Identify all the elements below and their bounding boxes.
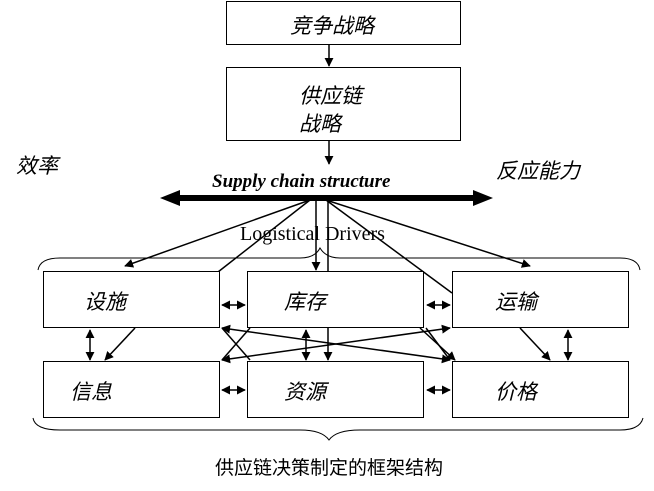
axis-right-head <box>473 190 493 206</box>
driver-information: 信息 <box>43 361 220 418</box>
competitive-strategy-label: 竞争战略 <box>290 14 374 38</box>
axis-left-head <box>160 190 180 206</box>
driver-inventory: 库存 <box>247 271 424 328</box>
upper-brace <box>37 246 641 271</box>
competitive-strategy-box: 竞争战略 <box>226 1 461 45</box>
supply-chain-strategy-box: 供应链 战略 <box>226 67 461 141</box>
strategy-line2: 战略 <box>299 112 341 136</box>
driver-sourcing: 资源 <box>247 361 424 418</box>
drivers-label: Logistical Drivers <box>240 223 385 245</box>
driver-facilities: 设施 <box>43 271 220 328</box>
strategy-line1: 供应链 <box>299 84 362 108</box>
driver-pricing: 价格 <box>452 361 629 418</box>
driver-transportation: 运输 <box>452 271 629 328</box>
structure-label: Supply chain structure <box>212 171 391 192</box>
caption: 供应链决策制定的框架结构 <box>215 457 444 479</box>
responsiveness-label: 反应能力 <box>496 159 580 183</box>
efficiency-label: 效率 <box>16 154 58 178</box>
lower-brace <box>32 417 644 441</box>
